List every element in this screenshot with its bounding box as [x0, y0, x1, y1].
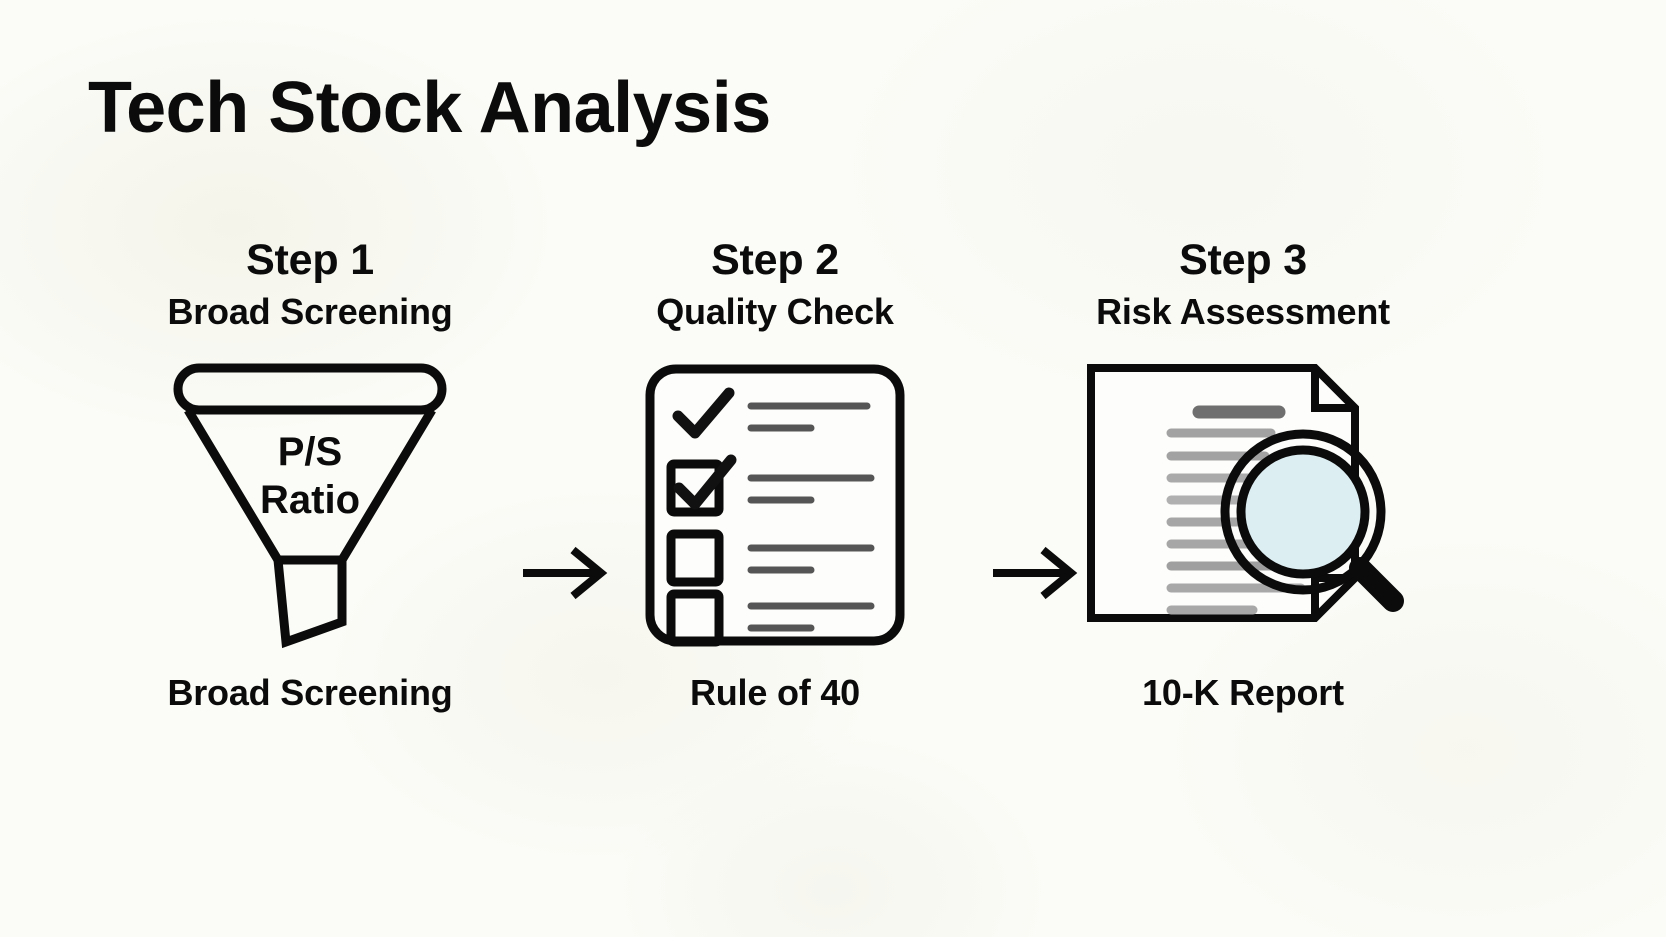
- magnifier-lens-tint: [1241, 449, 1365, 574]
- magnifier-lens-ring-inner: [1236, 445, 1370, 579]
- funnel-cone: [184, 407, 436, 565]
- step-1-subtitle: Broad Screening: [167, 291, 453, 333]
- arrow-step2-to-step3: [955, 538, 1085, 608]
- step-2-number: Step 2: [711, 236, 839, 284]
- step-3-number: Step 3: [1179, 236, 1307, 284]
- page-title: Tech Stock Analysis: [88, 68, 771, 148]
- funnel-stem: [273, 559, 347, 648]
- funnel-rim: [173, 363, 447, 415]
- step-card-1: Step 1 Broad Screening P/S Ratio Broad S…: [120, 236, 500, 713]
- step-3-subtitle: Risk Assessment: [1096, 291, 1390, 333]
- document-fold-top-right: [1311, 367, 1355, 412]
- step-2-subtitle: Quality Check: [656, 291, 894, 333]
- step-3-caption: 10-K Report: [1142, 671, 1344, 713]
- step-1-caption: Broad Screening: [167, 671, 453, 713]
- funnel-label-line-1: P/S: [278, 430, 342, 474]
- step-card-3: Step 3 Risk Assessment: [1053, 236, 1433, 713]
- checklist-row-1-check-icon: [672, 387, 735, 439]
- checklist-row-3-checkbox[interactable]: [666, 529, 724, 587]
- arrow-step1-to-step2: [485, 538, 615, 608]
- checklist-row-2-checkbox[interactable]: [666, 459, 724, 517]
- checklist-icon: [645, 364, 905, 647]
- step-card-2: Step 2 Quality Check: [585, 236, 965, 713]
- magnifier-handle: [1349, 556, 1404, 612]
- arrow-head: [570, 546, 608, 600]
- step-2-art: [585, 355, 965, 655]
- step-3-art: [1053, 355, 1433, 655]
- funnel-label-line-2: Ratio: [260, 478, 360, 522]
- step-2-caption: Rule of 40: [689, 671, 861, 713]
- checklist-row-2-check-icon: [673, 454, 737, 510]
- arrow-head: [1040, 546, 1078, 600]
- magnifier-lens-ring-outer: [1220, 429, 1386, 595]
- step-1-number: Step 1: [246, 236, 374, 284]
- checklist-card: [645, 364, 905, 646]
- step-1-art: P/S Ratio: [120, 355, 500, 655]
- document-magnifier-icon: [1087, 363, 1404, 622]
- funnel-icon: P/S Ratio: [173, 363, 447, 648]
- checklist-row-4-checkbox[interactable]: [666, 589, 724, 647]
- steps-row: Step 1 Broad Screening P/S Ratio Broad S…: [0, 236, 1666, 798]
